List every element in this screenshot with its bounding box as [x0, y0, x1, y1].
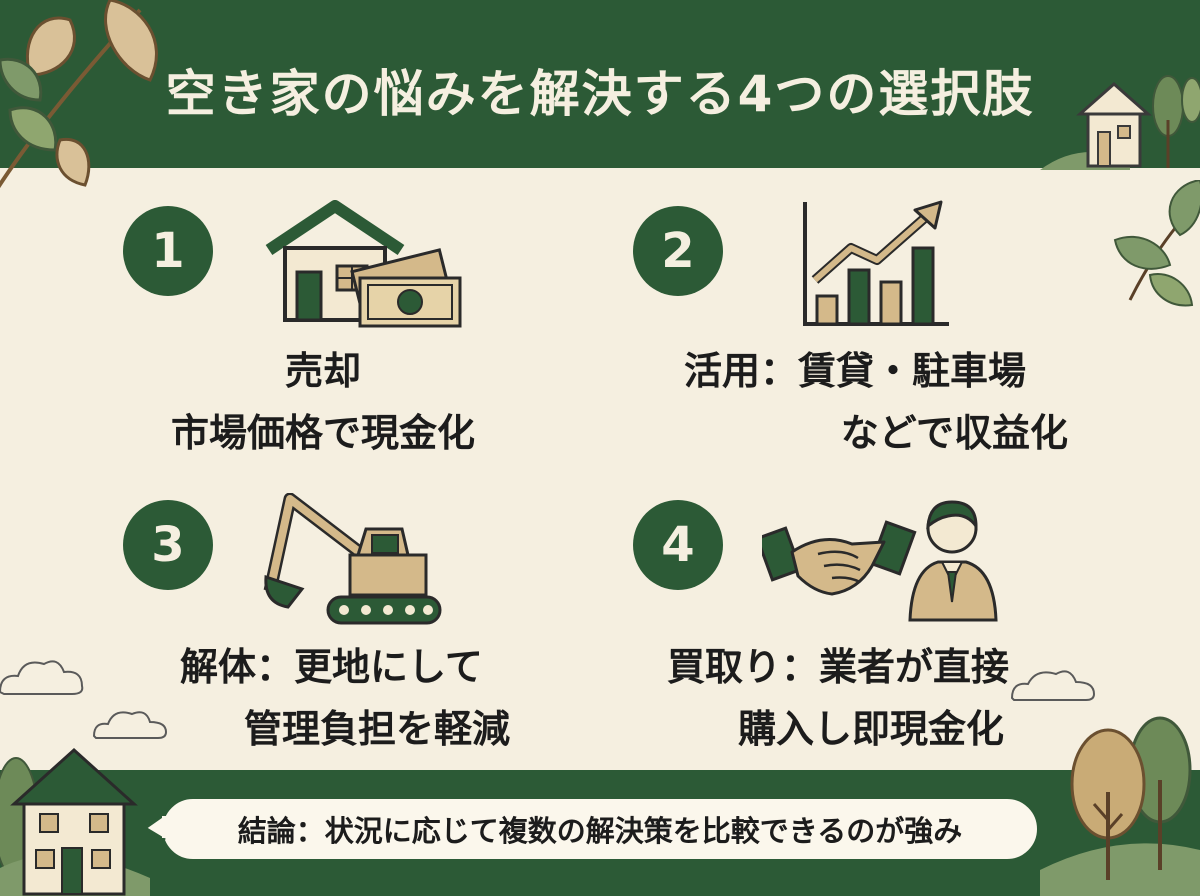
option-3-label: 解体：更地にして — [180, 645, 483, 689]
cloud-icon — [92, 711, 168, 739]
option-3-number: 3 — [123, 500, 213, 590]
option-1-label: 売却 — [284, 349, 361, 393]
option-4-description: 購入し即現金化 — [737, 707, 1004, 751]
speech-bubble-tail — [143, 812, 167, 842]
conclusion-text: 結論：状況に応じて複数の解決策を比較できるのが強み — [237, 814, 963, 848]
excavator-icon — [263, 493, 442, 625]
house-trees-icon — [1040, 75, 1200, 170]
option-1-number: 1 — [123, 206, 213, 296]
cloud-icon — [1010, 670, 1096, 701]
option-2-label: 活用：賃貸・駐車場 — [684, 349, 1027, 393]
option-1-description: 市場価格で現金化 — [170, 411, 475, 455]
option-2-number: 2 — [633, 206, 723, 296]
option-4-number: 4 — [633, 500, 723, 590]
page-title: 空き家の悩みを解決する4つの選択肢 — [165, 65, 1035, 123]
growth-chart-icon — [803, 200, 949, 326]
leaf-branch-icon — [0, 0, 158, 189]
option-2-description: などで収益化 — [840, 411, 1068, 455]
leaf-branch-icon — [1113, 180, 1200, 307]
option-4-label: 買取り：業者が直接 — [667, 645, 1010, 689]
handshake-businessman-icon — [762, 500, 998, 622]
conclusion-bubble: 結論：状況に応じて複数の解決策を比較できるのが強み — [160, 796, 1040, 862]
option-3-description: 管理負担を軽減 — [243, 707, 510, 751]
trees-icon — [1040, 716, 1200, 896]
header-band — [0, 0, 1200, 168]
house-icon — [0, 747, 150, 896]
cloud-icon — [0, 660, 84, 695]
house-money-icon — [265, 200, 462, 328]
